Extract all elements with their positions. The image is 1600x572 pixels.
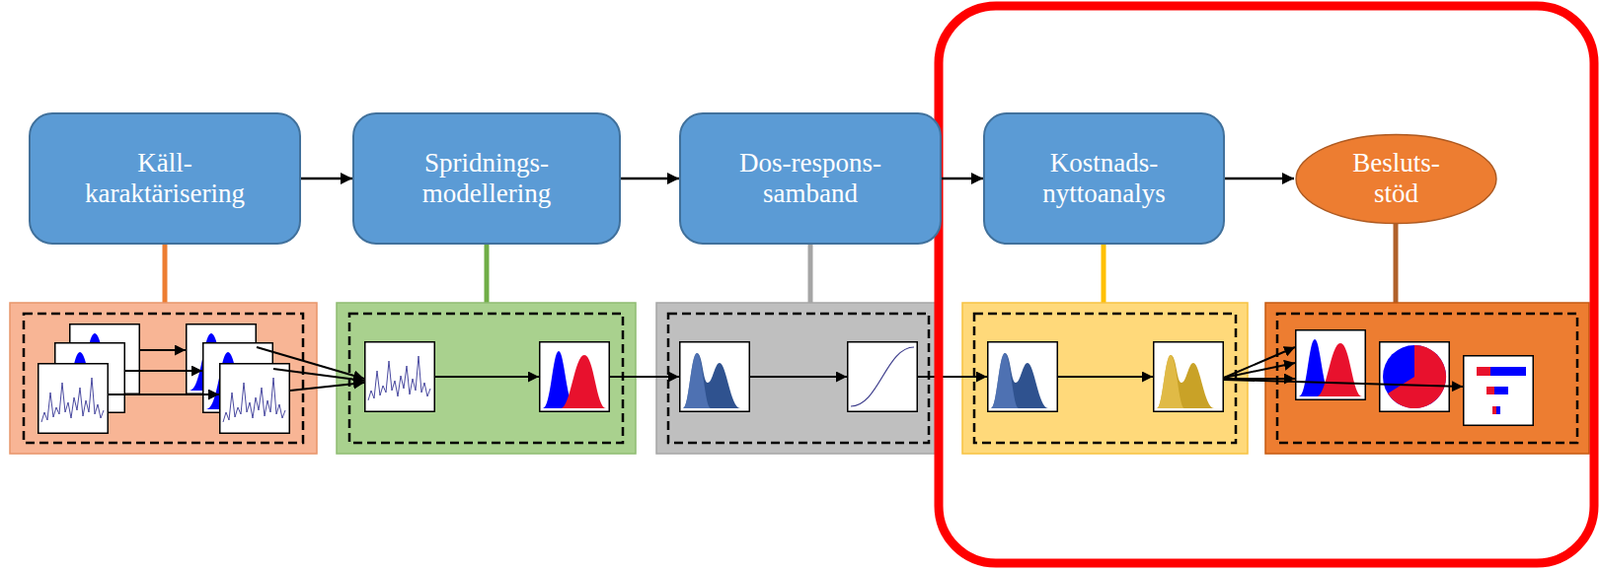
flow-arrow <box>435 376 539 379</box>
dashed-frame <box>349 313 623 444</box>
process-box: Dos-respons- samband <box>679 112 942 245</box>
dashed-frame <box>668 313 929 444</box>
stem-line <box>808 244 814 304</box>
plot-thumbnail <box>680 342 751 413</box>
plot-thumbnail <box>38 364 109 435</box>
panel <box>1265 303 1590 455</box>
flow-connector <box>620 177 680 181</box>
highlight-frame <box>938 5 1595 564</box>
plot-thumbnail <box>1153 342 1224 413</box>
flow-arrow <box>1223 347 1296 379</box>
plot-thumbnail <box>988 342 1059 413</box>
text-group: Käll- karaktärisering <box>81 148 248 210</box>
flow-connector <box>301 177 353 181</box>
flow-arrow <box>750 376 847 379</box>
panel <box>9 303 317 455</box>
flow-arrow <box>917 376 988 379</box>
plot-thumbnail <box>539 342 610 413</box>
plot-thumbnail <box>220 364 291 435</box>
text-group: Spridnings- modellering <box>419 148 555 210</box>
dashed-frame <box>23 313 304 444</box>
flow-arrow <box>1223 363 1296 379</box>
flow-connector <box>941 177 984 181</box>
panel <box>962 303 1248 455</box>
ellipse-outline <box>1294 133 1499 226</box>
bar-thumbnail <box>1463 356 1534 427</box>
pie-thumbnail <box>1379 342 1450 413</box>
plot-thumbnail <box>1295 330 1367 401</box>
dashed-frame <box>1277 313 1578 444</box>
flow-arrow <box>108 393 220 396</box>
ellipse-shape <box>1295 134 1497 224</box>
node-label: Dos-respons- samband <box>736 148 885 210</box>
stem-line <box>1101 244 1107 304</box>
stem-line <box>162 244 168 304</box>
decision-ellipse: Besluts- stöd <box>1294 133 1499 226</box>
panel <box>336 303 636 455</box>
node-label: Spridnings- modellering <box>419 148 555 210</box>
stem-line <box>1393 219 1399 304</box>
plot-thumbnail <box>365 342 436 413</box>
process-box: Käll- karaktärisering <box>28 112 302 245</box>
stem-line <box>484 244 490 304</box>
flow-arrow <box>273 369 365 381</box>
flow-connector <box>1224 177 1295 181</box>
flow-arrow <box>140 349 186 352</box>
flow-arrow <box>1223 380 1463 387</box>
panel <box>656 303 941 455</box>
flow-arrow <box>290 382 365 391</box>
node-label: Kostnads- nyttoanalys <box>1039 148 1169 210</box>
text-group: Dos-respons- samband <box>736 148 885 210</box>
flow-arrow <box>609 376 680 379</box>
text-group: Besluts- stöd <box>1349 148 1444 210</box>
process-box: Spridnings- modellering <box>352 112 621 245</box>
flow-arrow <box>125 370 203 373</box>
node-label: Besluts- stöd <box>1349 148 1444 210</box>
process-box: Kostnads- nyttoanalys <box>983 112 1225 245</box>
plot-thumbnail <box>847 342 918 413</box>
flow-arrow <box>1058 376 1153 379</box>
node-label: Käll- karaktärisering <box>81 148 248 210</box>
dashed-frame <box>974 313 1236 444</box>
text-group: Kostnads- nyttoanalys <box>1039 148 1169 210</box>
